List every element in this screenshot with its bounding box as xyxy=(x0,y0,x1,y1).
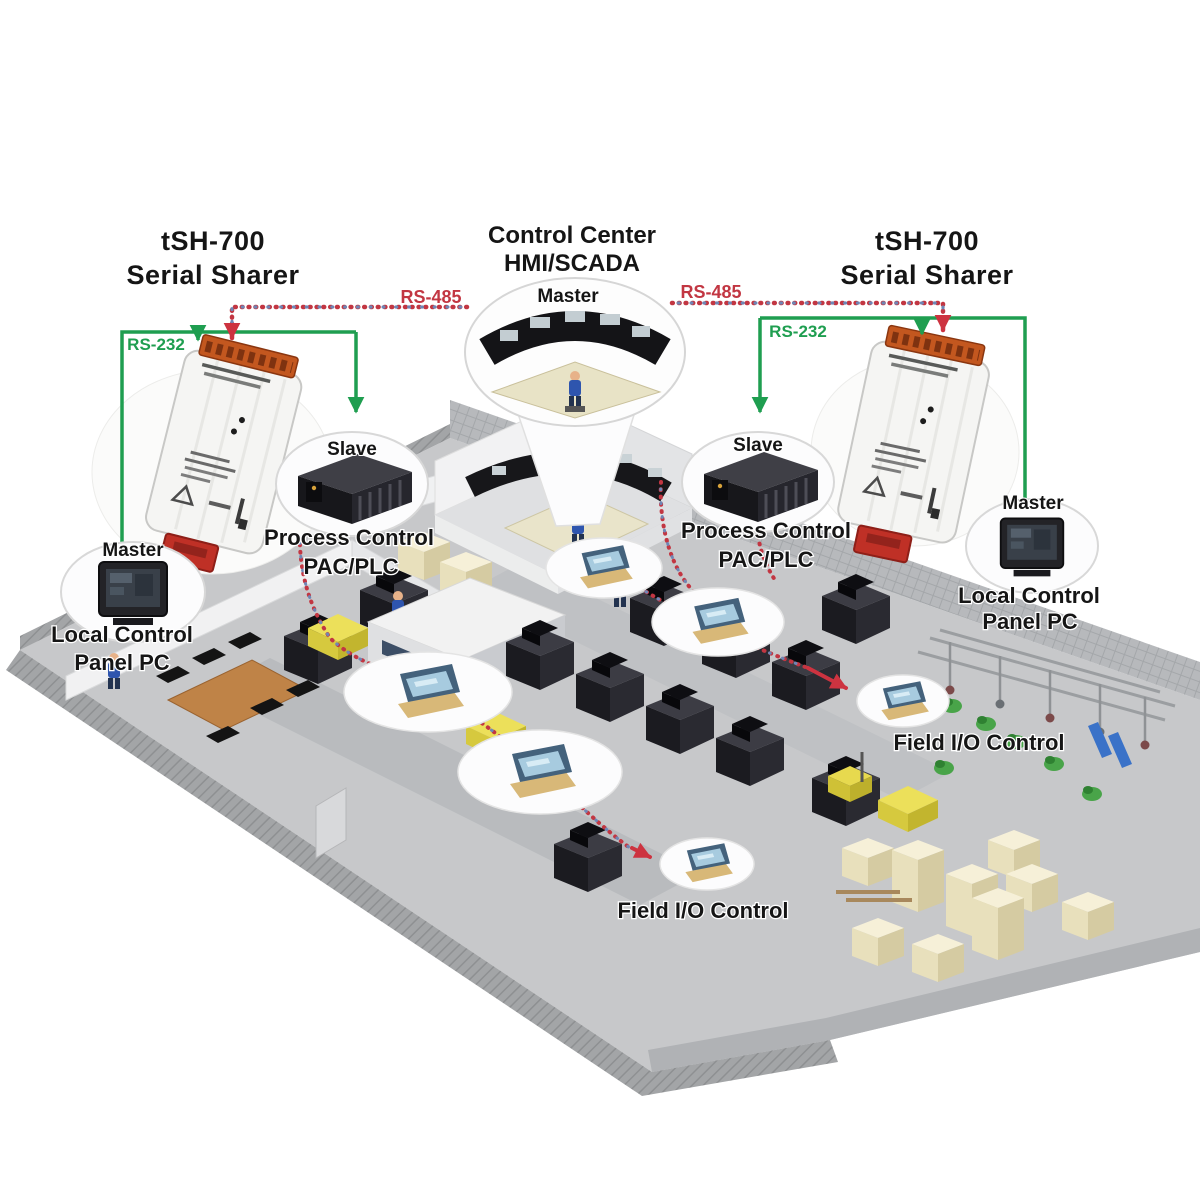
labels: tSH-700 Serial Sharer tSH-700 Serial Sha… xyxy=(50,222,1101,924)
process-control-left-line1: Process Control xyxy=(264,525,434,550)
overhead-conveyor xyxy=(917,628,1176,750)
left-sharer-title-line1: tSH-700 xyxy=(161,226,265,256)
panel-pc xyxy=(98,561,168,626)
red-arrow-icon xyxy=(630,842,652,859)
master-balloon-right xyxy=(965,498,1099,594)
master-label-right: Master xyxy=(1002,493,1064,514)
rs485-wiring xyxy=(223,300,952,341)
control-room-screen-wall xyxy=(479,311,671,366)
local-control-left-line1: Local Control xyxy=(51,622,193,647)
process-control-right-line1: Process Control xyxy=(681,518,851,543)
local-control-left-line2: Panel PC xyxy=(74,650,169,675)
left-sharer-title-line2: Serial Sharer xyxy=(126,260,299,290)
control-center-balloon xyxy=(464,277,686,527)
master-label-left: Master xyxy=(102,540,164,561)
forklift xyxy=(828,752,872,802)
slave-balloon-left xyxy=(275,431,429,537)
aisle xyxy=(470,562,952,800)
master-balloon-left xyxy=(60,541,206,643)
slave-label-right: Slave xyxy=(733,435,783,456)
rs232-wiring-right xyxy=(751,316,1027,500)
control-center-title-line2: HMI/SCADA xyxy=(504,250,640,277)
rs232-label-left: RS-232 xyxy=(127,335,185,354)
field-io-label-right: Field I/O Control xyxy=(893,730,1064,755)
local-control-right-line2: Panel PC xyxy=(982,609,1077,634)
rs232-label-right: RS-232 xyxy=(769,322,827,341)
local-control-right-line1: Local Control xyxy=(958,583,1100,608)
rs232-wiring-left xyxy=(120,325,365,542)
slave-balloon-right xyxy=(681,431,835,533)
right-sharer-title-line2: Serial Sharer xyxy=(840,260,1013,290)
panel-pc xyxy=(999,517,1065,578)
slave-label-left: Slave xyxy=(327,439,377,460)
field-io-label-bottom: Field I/O Control xyxy=(617,898,788,923)
control-center-title-line1: Control Center xyxy=(488,222,656,249)
box-stacks xyxy=(836,830,1114,982)
rs485-label-right: RS-485 xyxy=(680,282,741,302)
blue-racks xyxy=(1088,722,1132,768)
right-sharer-title-line1: tSH-700 xyxy=(875,226,979,256)
door xyxy=(315,787,347,859)
red-arrow-icon xyxy=(806,666,848,690)
field-io-callouts xyxy=(343,537,950,891)
process-control-left-line2: PAC/PLC xyxy=(304,554,399,579)
control-center-master-label: Master xyxy=(537,286,599,307)
process-control-right-line2: PAC/PLC xyxy=(719,547,814,572)
rs485-label-left: RS-485 xyxy=(400,287,461,307)
